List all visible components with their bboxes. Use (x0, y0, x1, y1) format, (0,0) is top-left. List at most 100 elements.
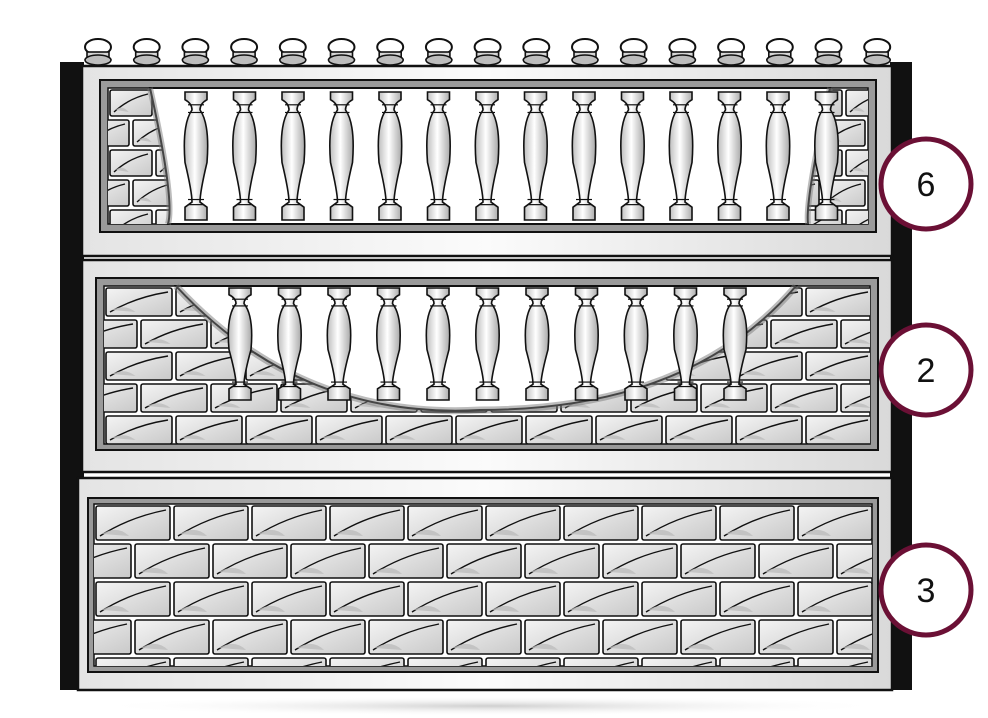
brick (290, 543, 366, 579)
brick (680, 543, 756, 579)
brick (735, 415, 803, 444)
baluster (280, 91, 306, 221)
brick (805, 287, 870, 317)
brick (641, 505, 717, 541)
baluster (277, 287, 302, 401)
baluster (717, 91, 742, 221)
baluster (524, 287, 550, 401)
brick (251, 657, 327, 666)
brick (797, 657, 872, 666)
post-cap (863, 38, 892, 66)
brick (140, 319, 208, 349)
brick (845, 209, 868, 224)
brick (173, 581, 249, 617)
brick (251, 581, 327, 617)
brick (719, 581, 795, 617)
post-cap (230, 38, 259, 66)
middle-panel (80, 258, 894, 474)
brick (329, 581, 405, 617)
brick (525, 415, 593, 444)
callout-2: 2 (878, 322, 974, 418)
brick (140, 383, 208, 413)
post-cap (619, 38, 648, 66)
middle-balusters (227, 287, 748, 401)
brick (665, 415, 733, 444)
top-panel (80, 64, 894, 258)
callout-ring (878, 542, 974, 638)
brick (173, 505, 249, 541)
brick (836, 619, 872, 655)
brick (94, 543, 132, 579)
brick (770, 319, 838, 349)
post-cap (132, 38, 161, 66)
baluster (571, 91, 597, 221)
brick (212, 619, 288, 655)
top-balusters (183, 91, 839, 221)
post-cap (717, 38, 746, 66)
brick (95, 581, 171, 617)
brick (735, 351, 803, 381)
brick (109, 149, 153, 177)
baluster (668, 91, 694, 221)
brick (602, 543, 678, 579)
brick (109, 89, 153, 117)
brick (329, 657, 405, 666)
callout-6: 6 (878, 136, 974, 232)
post-cap (376, 38, 405, 66)
brick (108, 119, 130, 147)
brick (108, 179, 130, 207)
brick (446, 619, 522, 655)
brick (805, 351, 870, 381)
bottom-panel (76, 476, 894, 692)
baluster (377, 91, 403, 221)
baluster (474, 91, 500, 221)
baluster (326, 287, 352, 401)
baluster (376, 287, 401, 401)
brick (329, 505, 405, 541)
brick (407, 657, 483, 666)
brick (563, 505, 639, 541)
brick (524, 543, 600, 579)
post-cap (765, 38, 794, 66)
brick (109, 209, 153, 224)
brick (407, 505, 483, 541)
baluster (673, 287, 698, 401)
brick (836, 543, 872, 579)
post-cap (814, 38, 843, 66)
brick (770, 383, 838, 413)
brick (315, 415, 383, 444)
brick (105, 287, 173, 317)
brick (595, 415, 663, 444)
baluster (814, 91, 839, 221)
callout-label: 6 (917, 166, 936, 204)
brick (446, 543, 522, 579)
baluster (475, 287, 500, 401)
brick (173, 657, 249, 666)
brick (485, 581, 561, 617)
brick (94, 619, 132, 655)
callout-3: 3 (878, 542, 974, 638)
post-caps (84, 38, 892, 66)
baluster (232, 91, 257, 221)
brick (104, 383, 138, 413)
baluster (574, 287, 599, 401)
brick (797, 505, 872, 541)
brick (524, 619, 600, 655)
brick (797, 581, 872, 617)
baluster (425, 287, 451, 401)
brick (845, 89, 868, 117)
post-cap (668, 38, 697, 66)
brick (840, 383, 870, 413)
brick (485, 505, 561, 541)
brick (680, 619, 756, 655)
baluster (623, 287, 649, 401)
post-cap (424, 38, 453, 66)
brick (105, 415, 173, 444)
brick (641, 581, 717, 617)
brick (245, 415, 313, 444)
baluster (765, 91, 791, 221)
post-cap (571, 38, 599, 66)
post-cap (84, 38, 112, 66)
ground-shadow (90, 696, 890, 716)
